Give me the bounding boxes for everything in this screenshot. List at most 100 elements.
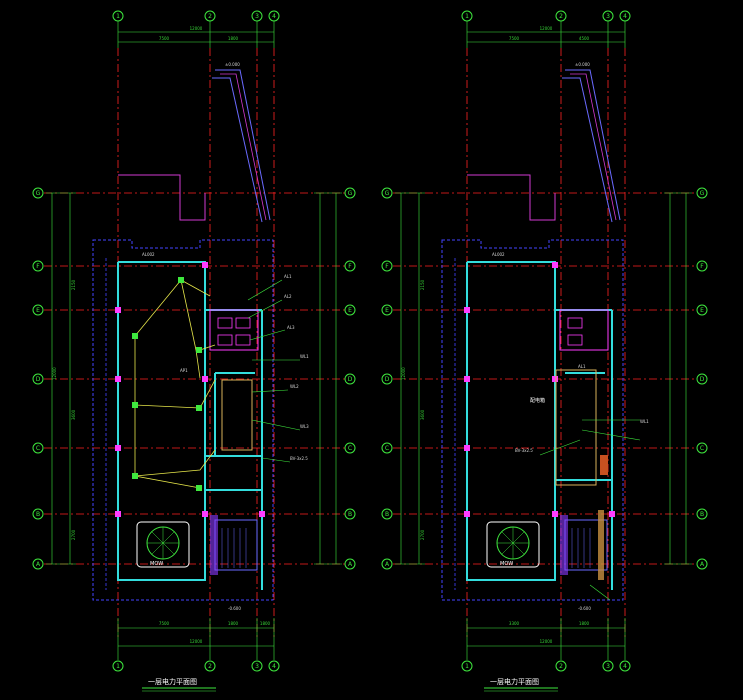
r-row-G-2: G <box>700 190 705 197</box>
r-fan-unit <box>486 521 540 568</box>
r-footprint-dashed <box>441 239 624 601</box>
r-room-label: 配电箱 <box>530 397 545 404</box>
axis-label-1: 1 <box>116 13 120 20</box>
note-5: WL2 <box>290 384 299 389</box>
dim-total: 12000 <box>190 26 203 31</box>
r-leader-lines <box>539 419 641 601</box>
r-bottom-dimensions <box>466 618 626 660</box>
bottom-dimensions <box>117 618 275 660</box>
r-note-1: AL1 <box>578 364 586 369</box>
row-axis-G: G <box>36 190 41 197</box>
bottom-axis-1: 1 <box>116 663 120 670</box>
r-axis-1: 1 <box>465 13 469 20</box>
note-1: AL1 <box>284 274 292 279</box>
r-bottom-axis-4: 4 <box>623 663 627 670</box>
r-axis-2: 2 <box>559 13 563 20</box>
r-axis-3: 3 <box>606 13 610 20</box>
bottom-axis-markers <box>112 660 280 672</box>
row-axis-labels: G F E D C B A G F E D C B A <box>36 190 353 568</box>
row-axis-labels-right: G F E D C B A G F E D C B A <box>385 190 705 568</box>
note-6: WL3 <box>300 424 309 429</box>
level-bottom: -0.600 <box>228 606 241 611</box>
row-axis-G-right: G <box>348 190 353 197</box>
r-electric-room <box>555 369 597 486</box>
r-bottom-axis-2: 2 <box>559 663 563 670</box>
note-8: AP1 <box>180 368 188 373</box>
note-2: AL2 <box>284 294 292 299</box>
dim-bottom-1: 7500 <box>159 621 170 626</box>
r-stair-room <box>559 309 609 351</box>
electric-room <box>221 379 253 451</box>
r-ramp <box>562 69 621 223</box>
r-dim-bottom-2: 1800 <box>579 621 590 626</box>
row-axis-A-right: A <box>348 561 353 568</box>
r-dim-side-3: 2700 <box>420 529 425 540</box>
axis-label-3: 3 <box>255 13 259 20</box>
dim-top-2: 1800 <box>228 36 239 41</box>
r-dim-total: 12000 <box>540 26 553 31</box>
r-axis-4: 4 <box>623 13 627 20</box>
note-4: WL1 <box>300 354 309 359</box>
row-axis-E-right: E <box>348 307 352 314</box>
dim-bottom-3: 1800 <box>260 621 271 626</box>
dim-side-total: 12000 <box>52 367 57 380</box>
walls <box>117 261 263 590</box>
r-row-A: A <box>385 561 390 568</box>
row-axis-C-right: C <box>348 445 352 452</box>
fan-unit-label: MOW <box>150 561 163 567</box>
dim-bottom-total: 12000 <box>190 639 203 644</box>
row-axis-D: D <box>36 376 41 383</box>
r-dim-side-1: 2150 <box>420 279 425 290</box>
row-axis-A: A <box>36 561 41 568</box>
bottom-axis-4: 4 <box>272 663 276 670</box>
row-axis-B-right: B <box>348 511 352 518</box>
row-axis-E: E <box>36 307 40 314</box>
note-3: AL3 <box>287 325 295 330</box>
r-panel-label: AL002 <box>492 252 505 257</box>
r-dim-bottom-total: 12000 <box>540 639 553 644</box>
r-row-A-2: A <box>700 561 705 568</box>
r-level-bottom: -0.600 <box>578 606 591 611</box>
dim-side-3: 2700 <box>71 529 76 540</box>
ramp <box>212 69 271 223</box>
wiring <box>134 279 216 489</box>
level-top: ±0.000 <box>225 62 240 67</box>
r-row-C-2: C <box>700 445 704 452</box>
axis-label-2: 2 <box>208 13 212 20</box>
footprint-dashed <box>92 239 274 601</box>
side-axis-markers-right <box>381 187 708 570</box>
horizontal-grid-lines-right <box>393 192 696 565</box>
top-axis-markers: 1 2 3 4 <box>112 10 280 22</box>
left-axis-markers <box>32 187 356 570</box>
drawing-title-right: 一层电力平面图 <box>490 677 539 686</box>
row-axis-F-right: F <box>348 263 352 270</box>
row-axis-F: F <box>36 263 40 270</box>
vertical-grid-lines <box>117 48 275 640</box>
r-note-2: WL1 <box>640 419 649 424</box>
r-fan-unit-label: MOW <box>500 561 513 567</box>
dim-side-1: 2150 <box>71 279 76 290</box>
bottom-axis-2: 2 <box>208 663 212 670</box>
row-axis-D-right: D <box>348 376 353 383</box>
note-7: BV-3x2.5 <box>290 456 308 461</box>
fan-unit <box>136 521 190 568</box>
r-row-B-2: B <box>700 511 704 518</box>
r-level-top: ±0.000 <box>575 62 590 67</box>
r-row-E: E <box>385 307 389 314</box>
r-dim-top-1: 7500 <box>509 36 520 41</box>
floor-plan-right: 1 2 3 4 12000 7500 4500 <box>381 10 708 692</box>
r-dim-bottom-1: 3300 <box>509 621 520 626</box>
r-note-3: BV-3x2.5 <box>515 448 533 453</box>
r-row-D: D <box>385 376 390 383</box>
dim-side-2: 3600 <box>71 409 76 420</box>
side-dimensions <box>46 192 342 565</box>
panel-label: AL002 <box>142 252 155 257</box>
row-axis-C: C <box>36 445 40 452</box>
top-dimensions <box>117 21 275 48</box>
dim-top-1: 7500 <box>159 36 170 41</box>
r-row-D-2: D <box>700 376 705 383</box>
r-row-F-2: F <box>700 263 704 270</box>
side-dimensions-right <box>395 192 692 565</box>
roof-outline <box>118 174 206 221</box>
